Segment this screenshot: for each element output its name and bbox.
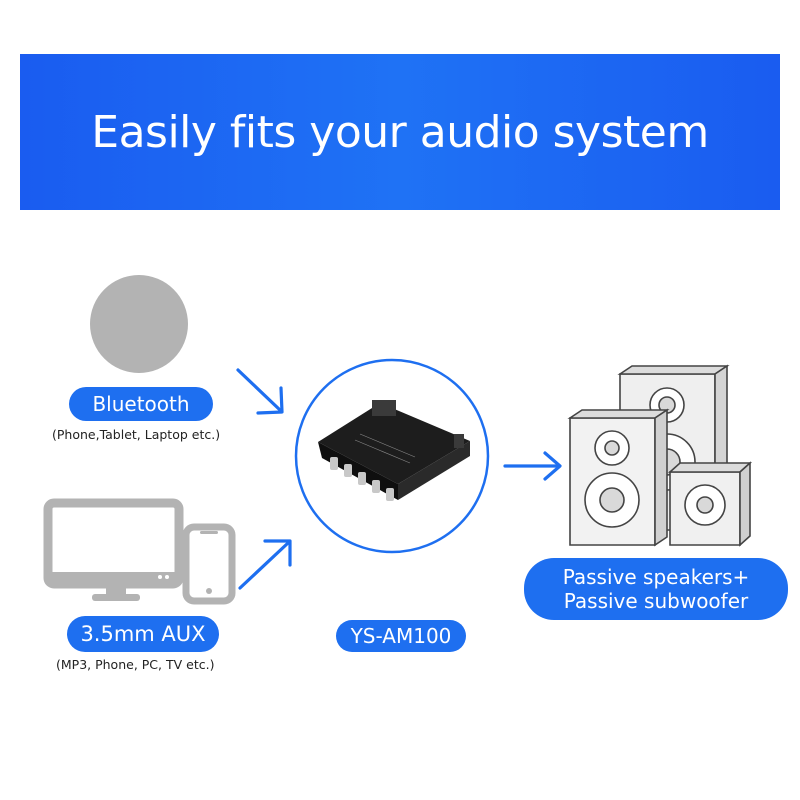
output-line-2: Passive subwoofer	[563, 589, 749, 613]
speakers-icon	[567, 364, 753, 547]
page-title: Easily fits your audio system	[91, 106, 709, 158]
model-label: YS-AM100	[336, 620, 466, 652]
aux-caption: (MP3, Phone, PC, TV etc.)	[56, 657, 215, 672]
aux-label-text: 3.5mm AUX	[80, 622, 206, 646]
monitor-icon	[43, 498, 184, 601]
amplifier-board-image	[294, 358, 490, 554]
output-line-1: Passive speakers+	[562, 565, 750, 589]
bluetooth-label: Bluetooth	[69, 387, 213, 421]
model-label-text: YS-AM100	[350, 624, 452, 648]
header-banner: Easily fits your audio system	[20, 54, 780, 210]
smartphone-icon	[182, 523, 236, 605]
output-label: Passive speakers+ Passive subwoofer	[524, 558, 788, 620]
bluetooth-placeholder-icon	[90, 275, 188, 373]
aux-label: 3.5mm AUX	[67, 616, 219, 652]
bluetooth-label-text: Bluetooth	[92, 392, 190, 416]
arrow-icon	[236, 368, 562, 590]
bluetooth-caption: (Phone,Tablet, Laptop etc.)	[52, 427, 221, 442]
